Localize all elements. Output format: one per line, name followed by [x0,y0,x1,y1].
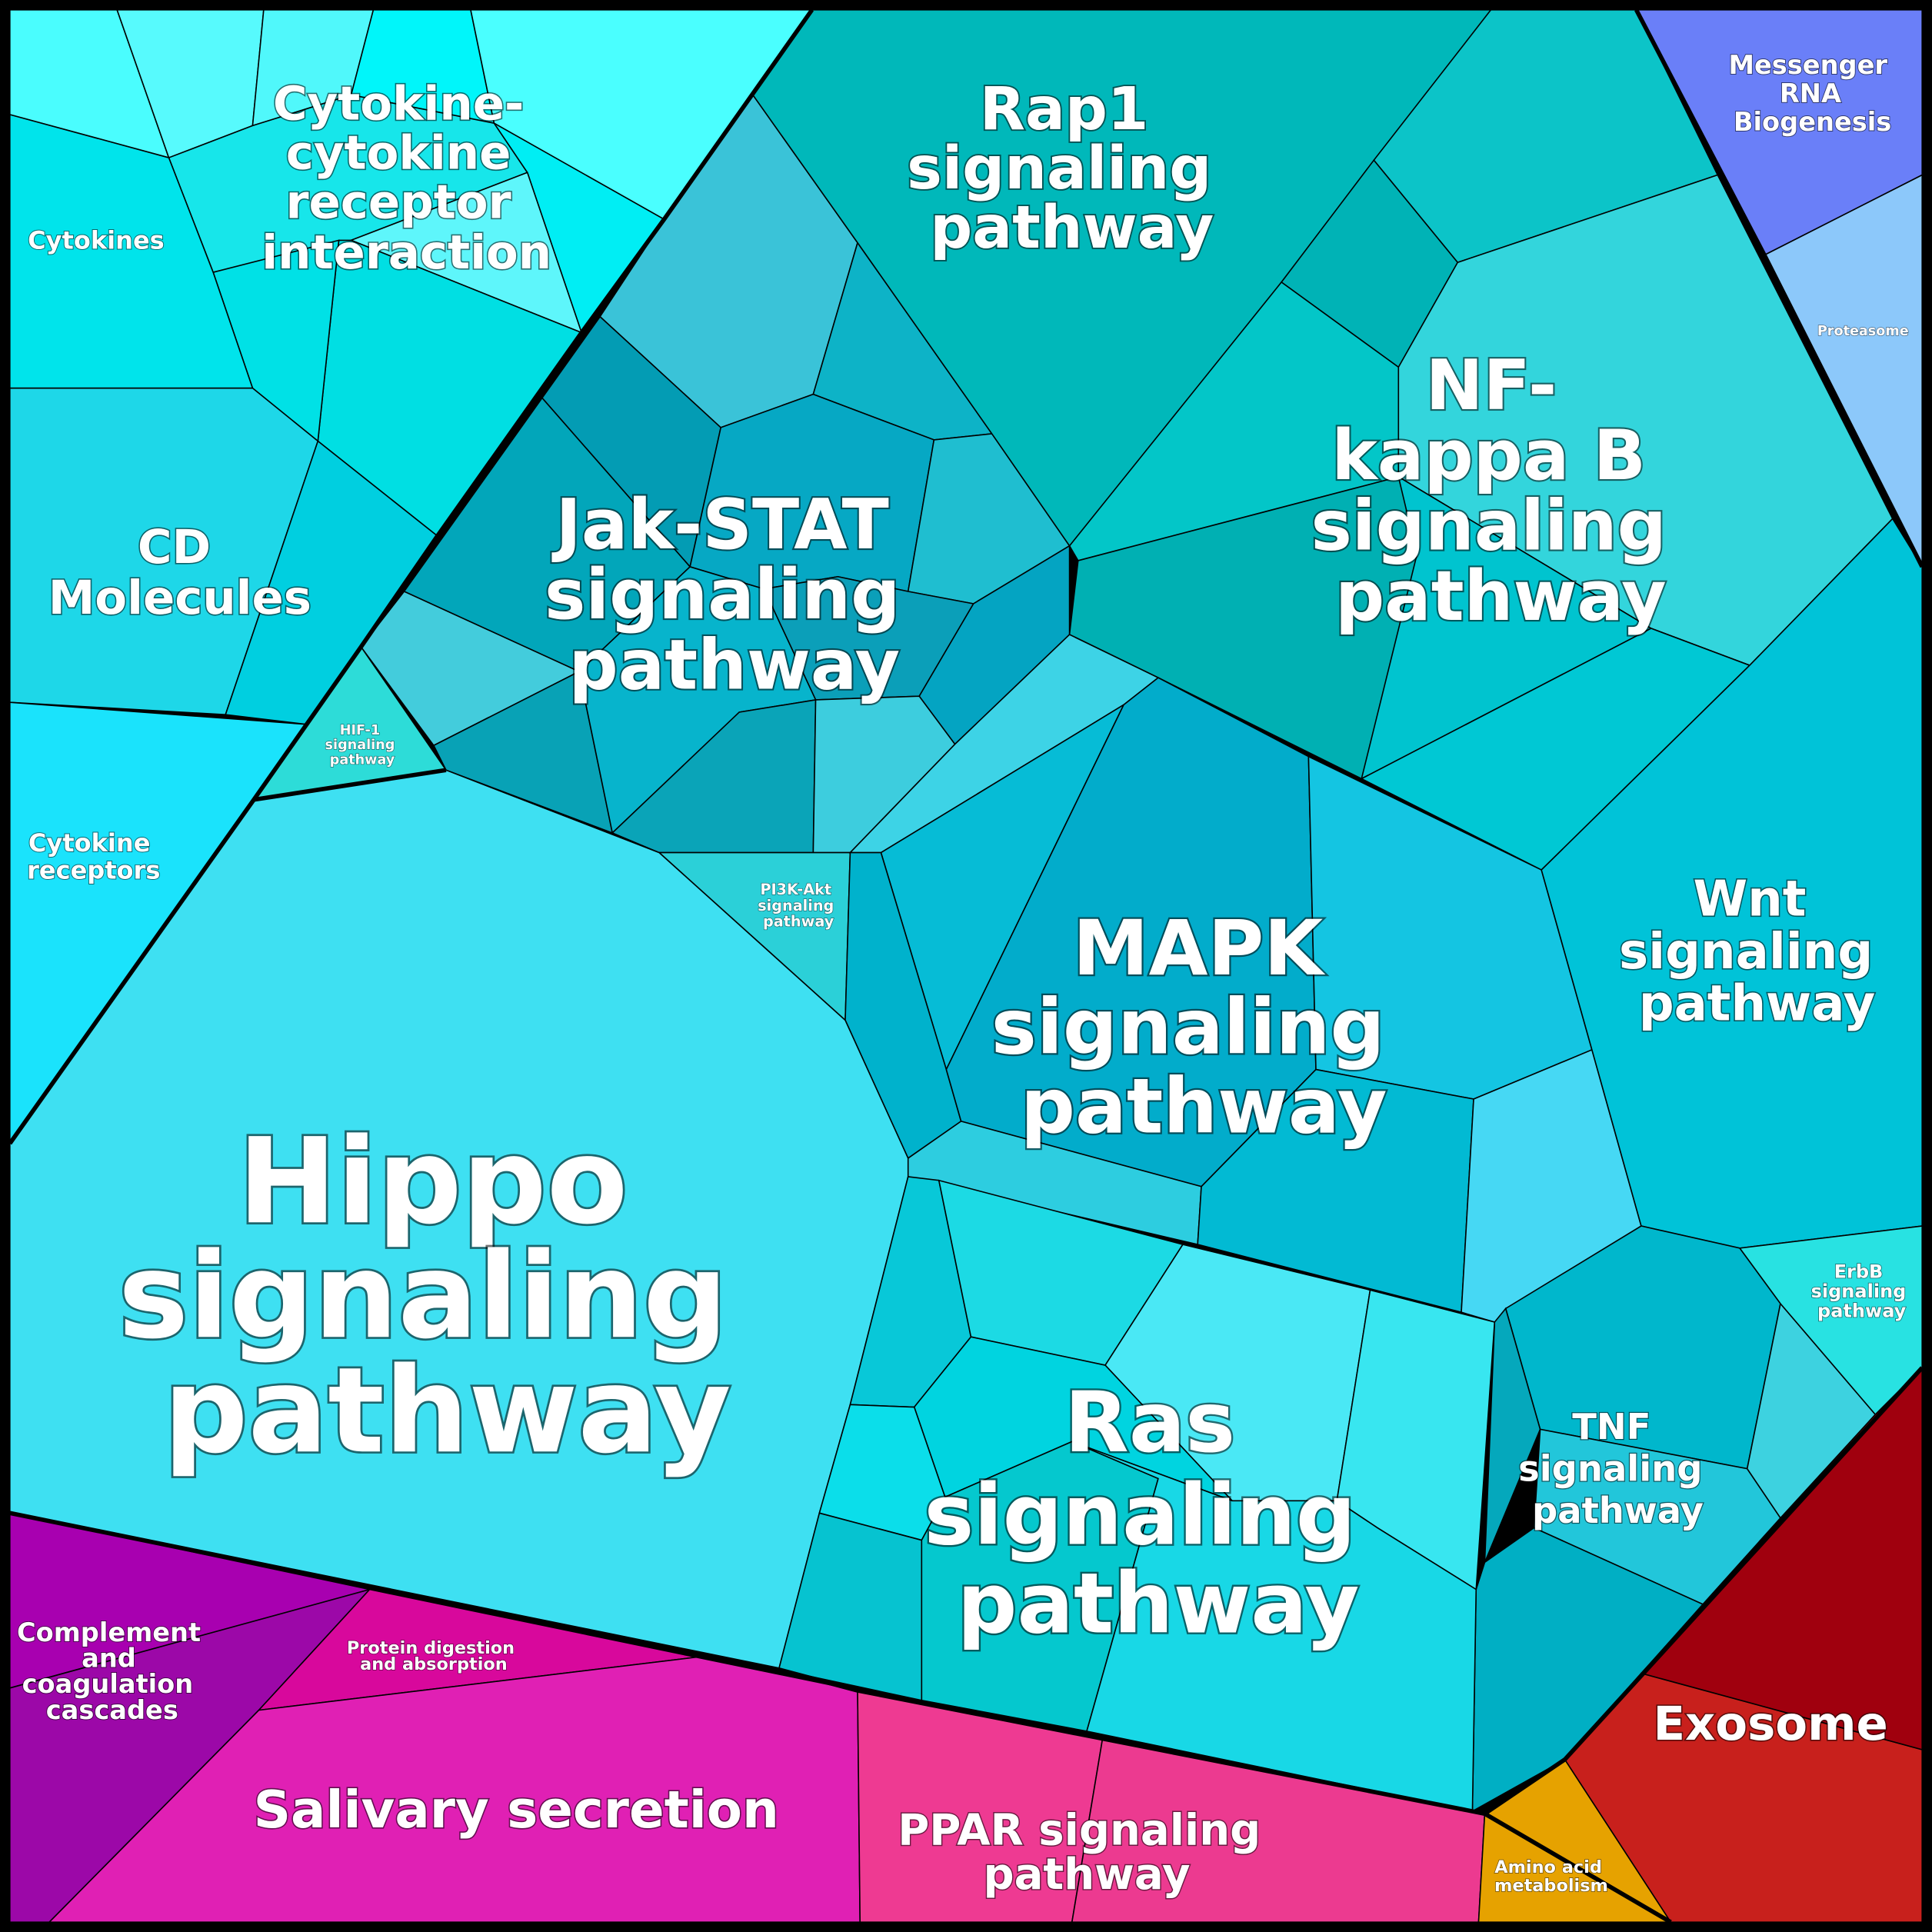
label-jak-stat: Jak-STAT signaling pathway [545,485,924,706]
region-bottom [9,1366,1923,1923]
label-hippo: Hippo signaling pathway [118,1113,769,1480]
label-nfkb: NF- kappa B signaling pathway [1311,346,1691,637]
label-hif1: HIF-1 signaling pathway [325,723,400,768]
label-mapk: MAPK signaling pathway [991,904,1411,1151]
label-tnf: TNF signaling pathway [1518,1406,1715,1531]
region-nfkb [1068,9,1894,871]
label-protein-digestion: Protein digestion and absorption [347,1638,521,1674]
label-proteasome: Proteasome [1817,324,1909,339]
region-wnt [1471,518,1923,1813]
label-cytokine-receptors: Cytokine receptors [27,828,160,884]
label-salivary: Salivary secretion [254,1780,779,1840]
group-boundaries [4,4,1928,1928]
label-exosome: Exosome [1653,1697,1887,1751]
region-cytokine-interaction [9,9,814,1146]
region-jak-stat [252,93,1071,1022]
label-mrna: Messenger RNA Biogenesis [1728,50,1896,137]
label-cytokines: Cytokines [28,226,165,255]
label-rap1: Rap1 signaling pathway [907,75,1232,262]
label-amino-acid: Amino acid metabolism [1494,1857,1608,1896]
label-pi3k: PI3K-Akt signaling pathway [758,881,839,931]
cell [1533,1428,1781,1605]
label-cytokine-interaction: Cytokine- cytokine receptor interaction [261,76,551,280]
label-ppar: PPAR signaling pathway [898,1805,1276,1900]
cell [9,113,254,389]
label-complement: Complement and coagulation cascades [17,1617,210,1725]
labels: Cytokine- cytokine receptor interaction … [16,49,1913,1900]
label-wnt: Wnt signaling pathway [1619,871,1890,1032]
label-erbb: ErbB signaling pathway [1811,1261,1913,1321]
cell [1197,1068,1474,1314]
label-cd-molecules: CD Molecules [48,520,311,625]
region-ras [778,1176,1496,1812]
cell [1071,1441,1477,1812]
label-ras: Ras signaling pathway [924,1374,1384,1653]
